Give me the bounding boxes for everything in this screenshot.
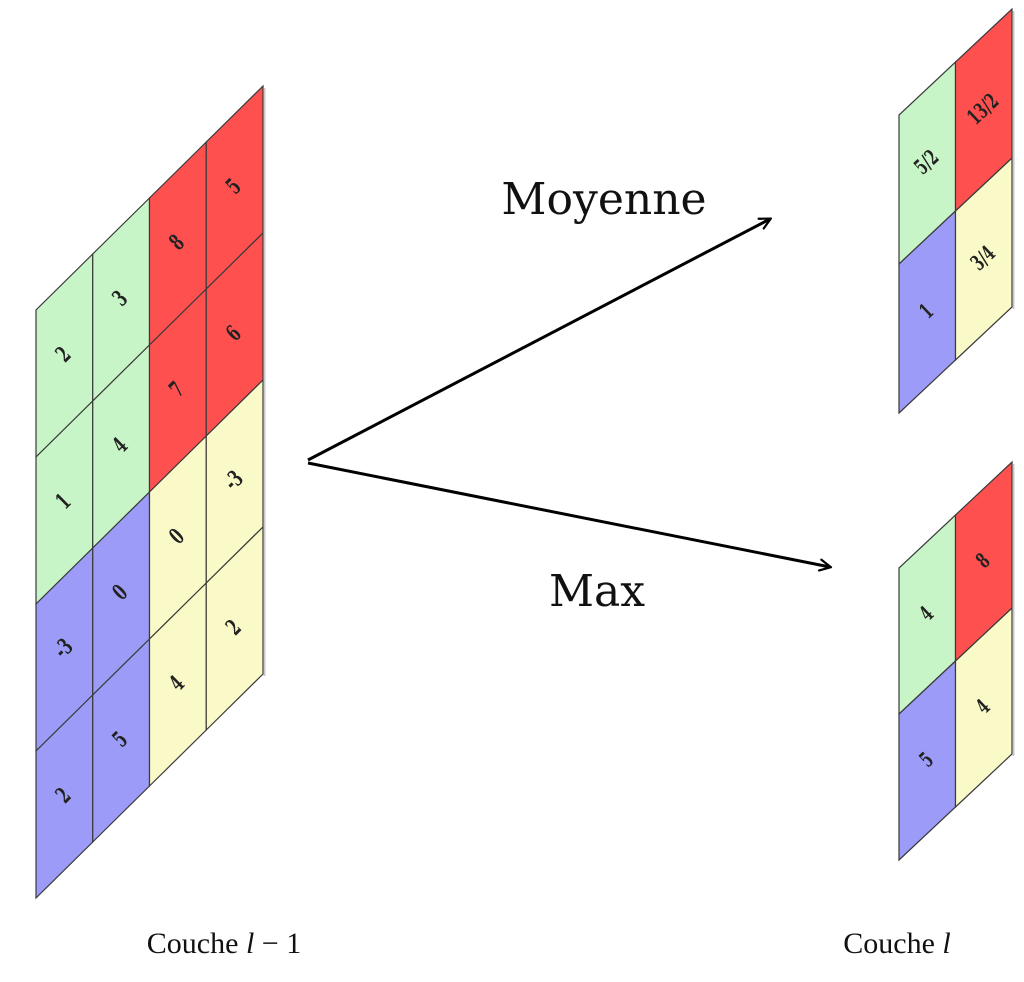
average-pooling-output-grid: 5/213/213/4 (898, 7, 1015, 415)
max-operation-label: Max (549, 566, 645, 617)
max-output-cell (954, 606, 1013, 809)
average-output-cell (954, 156, 1013, 362)
max-arrow (307, 461, 830, 567)
average-arrow (307, 219, 770, 462)
input-layer-label: Couche l − 1 (147, 927, 301, 960)
input-cell (205, 525, 264, 732)
average-operation-label: Moyenne (501, 174, 706, 225)
output-layer-label: Couche l (843, 927, 950, 960)
